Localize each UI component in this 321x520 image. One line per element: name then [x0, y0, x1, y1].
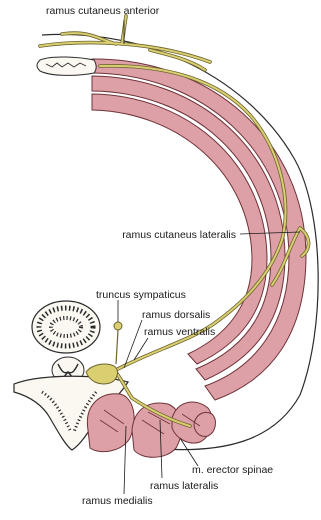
- label-dorsal-ramus: ramus dorsalis: [142, 309, 210, 321]
- sympathetic-trunk-ganglion: [114, 322, 122, 330]
- sympathetic-trunk-connection: [116, 330, 118, 364]
- label-cutaneous-lateral: ramus cutaneus lateralis: [122, 229, 236, 241]
- label-ventral-ramus: ramus ventralis: [144, 326, 215, 338]
- vertebral-body: [32, 301, 100, 353]
- erector-spinae-muscles: [87, 394, 215, 457]
- label-medial-ramus: ramus medialis: [82, 495, 153, 507]
- label-lateral-ramus: ramus lateralis: [150, 480, 218, 492]
- label-sympathetic-trunk: truncus sympaticus: [96, 289, 186, 301]
- label-erector-spinae: m. erector spinae: [192, 464, 273, 476]
- label-cutaneous-anterior: ramus cutaneus anterior: [46, 5, 160, 17]
- sternum-outline: [37, 57, 96, 75]
- sternum: [37, 57, 96, 75]
- back-muscle-medial: [87, 394, 134, 452]
